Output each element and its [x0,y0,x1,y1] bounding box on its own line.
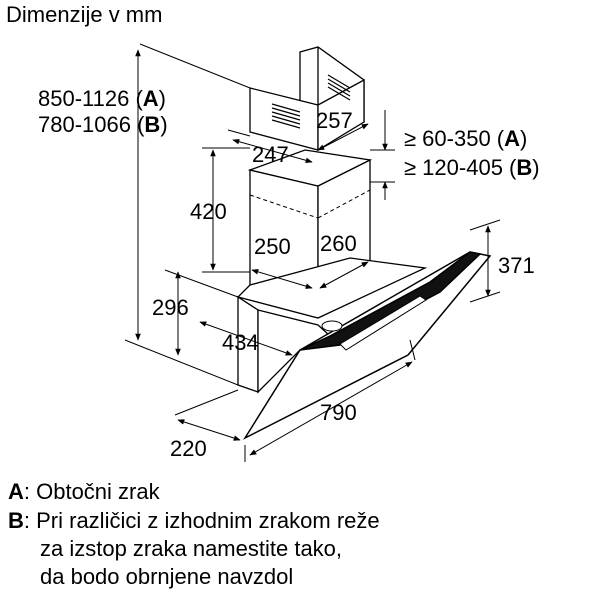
lower-chimney-depth-dimension [251,269,313,289]
lower-chimney-width-label: 260 [320,231,357,256]
hood-body-height-label: 296 [152,295,189,320]
legend-B-line3: da bodo obrnjene navzdol [40,564,294,589]
clearance-A-label: ≥ 60-350 (A) [404,126,528,151]
chimney-width-label: 257 [316,108,353,133]
lower-chimney-depth-label: 250 [254,234,291,259]
chimney-width-dimension [317,123,369,151]
hood-width-label: 790 [320,400,357,425]
chimney-depth-dimension [232,138,313,164]
legend-B-line2: za izstop zraka namestite tako, [40,536,343,561]
lower-chimney-height-label: 420 [190,199,227,224]
legend-B: B: Pri različici z izhodnim zrakom reže [8,508,380,533]
hood-slot [339,295,427,351]
vent-slots [271,74,351,129]
total-height-A-label: 850-1126 (A) [38,86,166,111]
clearance-B-label: ≥ 120-405 (B) [404,155,540,180]
chimney-depth-label: 247 [252,142,289,167]
hood-lamp [321,320,343,332]
drawing-title: Dimenzije v mm [6,2,163,27]
hood-depth-label: 434 [222,330,259,355]
hood-depth-dimension [199,321,293,356]
hood-front-depth-label: 220 [170,436,207,461]
glass-height-label: 371 [498,253,535,278]
lower-chimney-width-dimension [319,261,369,289]
chimney-overlap-line [249,194,319,219]
hood-front-depth-dimension [177,419,241,441]
legend-A: A: Obtočni zrak [8,479,160,504]
hood-width-dimension [249,361,413,456]
total-height-B-label: 780-1066 (B) [38,112,168,137]
